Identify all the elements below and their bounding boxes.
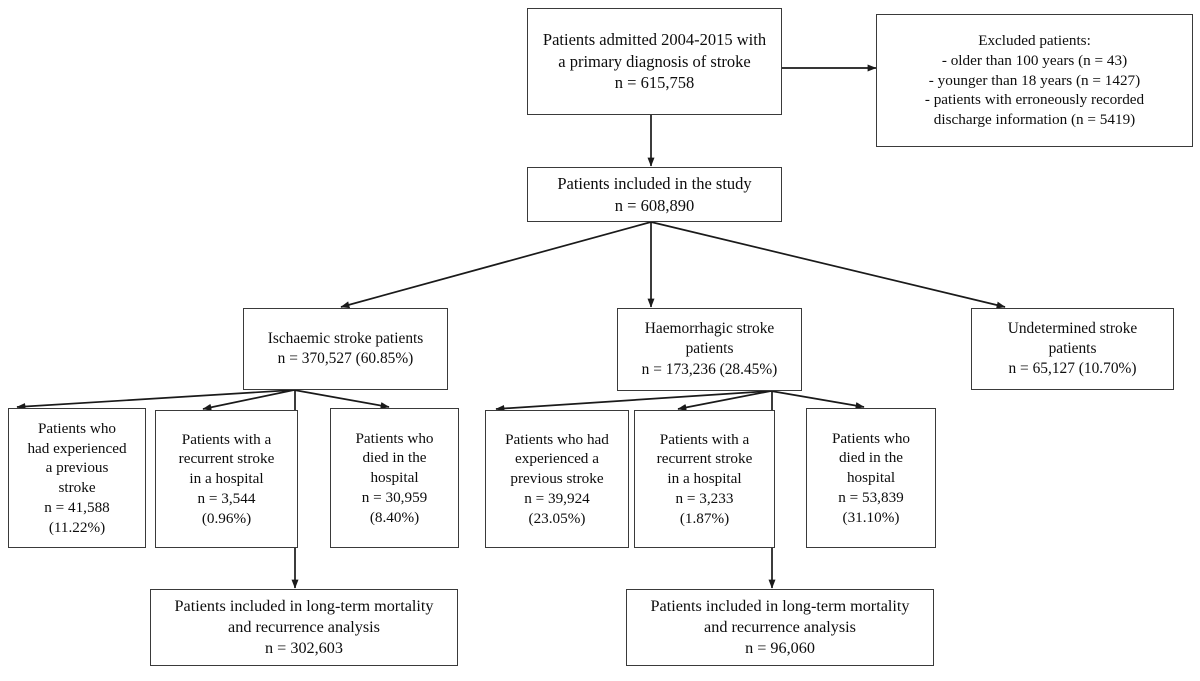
node-line: n = 39,924 xyxy=(524,489,590,507)
node-line: patients xyxy=(685,340,734,358)
node-ischaemic-stroke: Ischaemic stroke patients n = 370,527 (6… xyxy=(243,308,448,390)
node-line: in a hospital xyxy=(667,470,742,488)
node-line: n = 615,758 xyxy=(614,73,695,93)
node-excluded-patients: Excluded patients: - older than 100 year… xyxy=(876,14,1193,147)
node-line: Patients with a xyxy=(181,430,272,448)
edge-haemorrhagic-to-previous xyxy=(495,390,772,412)
node-haemorrhagic-previous-stroke: Patients who had experienced a previous … xyxy=(485,410,629,548)
node-line: and recurrence analysis xyxy=(704,617,856,636)
node-line: n = 96,060 xyxy=(745,639,815,658)
node-line: n = 173,236 (28.45%) xyxy=(641,360,778,378)
node-line: Patients included in the study xyxy=(557,174,752,194)
node-line: in a hospital xyxy=(189,470,264,488)
node-patients-included: Patients included in the study n = 608,8… xyxy=(527,167,782,222)
node-line: n = 3,233 xyxy=(675,489,734,507)
node-line: - younger than 18 years (n = 1427) xyxy=(928,71,1141,89)
node-line: (1.87%) xyxy=(679,509,730,527)
node-line: n = 30,959 xyxy=(361,488,428,506)
node-line: n = 53,839 xyxy=(838,488,904,506)
node-line: Patients who xyxy=(37,419,117,437)
node-line: n = 41,588 xyxy=(44,498,110,516)
node-ischaemic-died-in-hospital: Patients who died in the hospital n = 30… xyxy=(330,408,459,548)
node-line: previous stroke xyxy=(510,470,604,488)
node-line: Haemorrhagic stroke xyxy=(644,320,775,338)
node-line: (11.22%) xyxy=(48,518,106,536)
node-line: Patients with a xyxy=(659,430,750,448)
node-line: n = 302,603 xyxy=(265,639,343,658)
edge-included-to-ischaemic xyxy=(340,221,652,309)
node-line: experienced a xyxy=(515,450,599,468)
node-line: patients xyxy=(1048,339,1097,357)
node-line: and recurrence analysis xyxy=(228,617,380,636)
node-line: (23.05%) xyxy=(528,509,586,527)
node-line: had experienced xyxy=(27,439,127,457)
node-haemorrhagic-stroke: Haemorrhagic stroke patients n = 173,236… xyxy=(617,308,802,391)
node-haemorrhagic-died-in-hospital: Patients who died in the hospital n = 53… xyxy=(806,408,936,548)
node-ischaemic-recurrent-stroke: Patients with a recurrent stroke in a ho… xyxy=(155,410,298,548)
edge-ischaemic-to-died xyxy=(293,389,390,409)
node-line: a primary diagnosis of stroke xyxy=(558,51,751,71)
node-line: Excluded patients: xyxy=(978,32,1091,50)
node-line: Ischaemic stroke patients xyxy=(267,329,424,347)
node-line: (0.96%) xyxy=(201,509,252,527)
node-line: Patients included in long-term mortality xyxy=(174,596,434,615)
edge-haemorrhagic-to-recurrent xyxy=(677,390,772,411)
edge-haemorrhagic-to-died xyxy=(770,390,865,410)
node-line: - older than 100 years (n = 43) xyxy=(941,51,1128,69)
node-line: Patients who xyxy=(355,429,434,447)
node-line: Patients included in long-term mortality xyxy=(650,596,910,615)
node-line: n = 608,890 xyxy=(614,195,695,215)
node-line: n = 65,127 (10.70%) xyxy=(1008,360,1137,377)
node-line: Patients admitted 2004-2015 with xyxy=(542,30,767,50)
node-line: n = 3,544 xyxy=(197,489,256,507)
node-line: recurrent stroke xyxy=(656,450,753,468)
node-line: discharge information (n = 5419) xyxy=(933,111,1136,129)
node-haemorrhagic-recurrent-stroke: Patients with a recurrent stroke in a ho… xyxy=(634,410,775,548)
node-line: recurrent stroke xyxy=(178,450,275,468)
node-line: hospital xyxy=(846,469,896,487)
edge-ischaemic-to-recurrent xyxy=(202,389,295,411)
node-line: Patients who xyxy=(831,429,911,447)
node-ischaemic-longterm-analysis: Patients included in long-term mortality… xyxy=(150,589,458,666)
node-line: - patients with erroneously recorded xyxy=(924,91,1145,109)
node-haemorrhagic-longterm-analysis: Patients included in long-term mortality… xyxy=(626,589,934,666)
node-line: n = 370,527 (60.85%) xyxy=(277,350,414,367)
node-ischaemic-previous-stroke: Patients who had experienced a previous … xyxy=(8,408,146,548)
node-line: died in the xyxy=(838,449,904,467)
node-line: a previous xyxy=(45,459,109,477)
edge-included-to-undetermined xyxy=(650,221,1006,309)
node-line: hospital xyxy=(370,469,419,487)
node-patients-admitted: Patients admitted 2004-2015 with a prima… xyxy=(527,8,782,115)
node-line: Patients who had xyxy=(505,430,609,448)
node-undetermined-stroke: Undetermined stroke patients n = 65,127 … xyxy=(971,308,1174,390)
node-line: died in the xyxy=(362,449,427,467)
node-line: Undetermined stroke xyxy=(1007,319,1138,337)
node-line: stroke xyxy=(58,479,96,496)
edge-ischaemic-to-previous xyxy=(16,389,295,410)
node-line: (8.40%) xyxy=(369,508,420,526)
node-line: (31.10%) xyxy=(842,508,900,526)
